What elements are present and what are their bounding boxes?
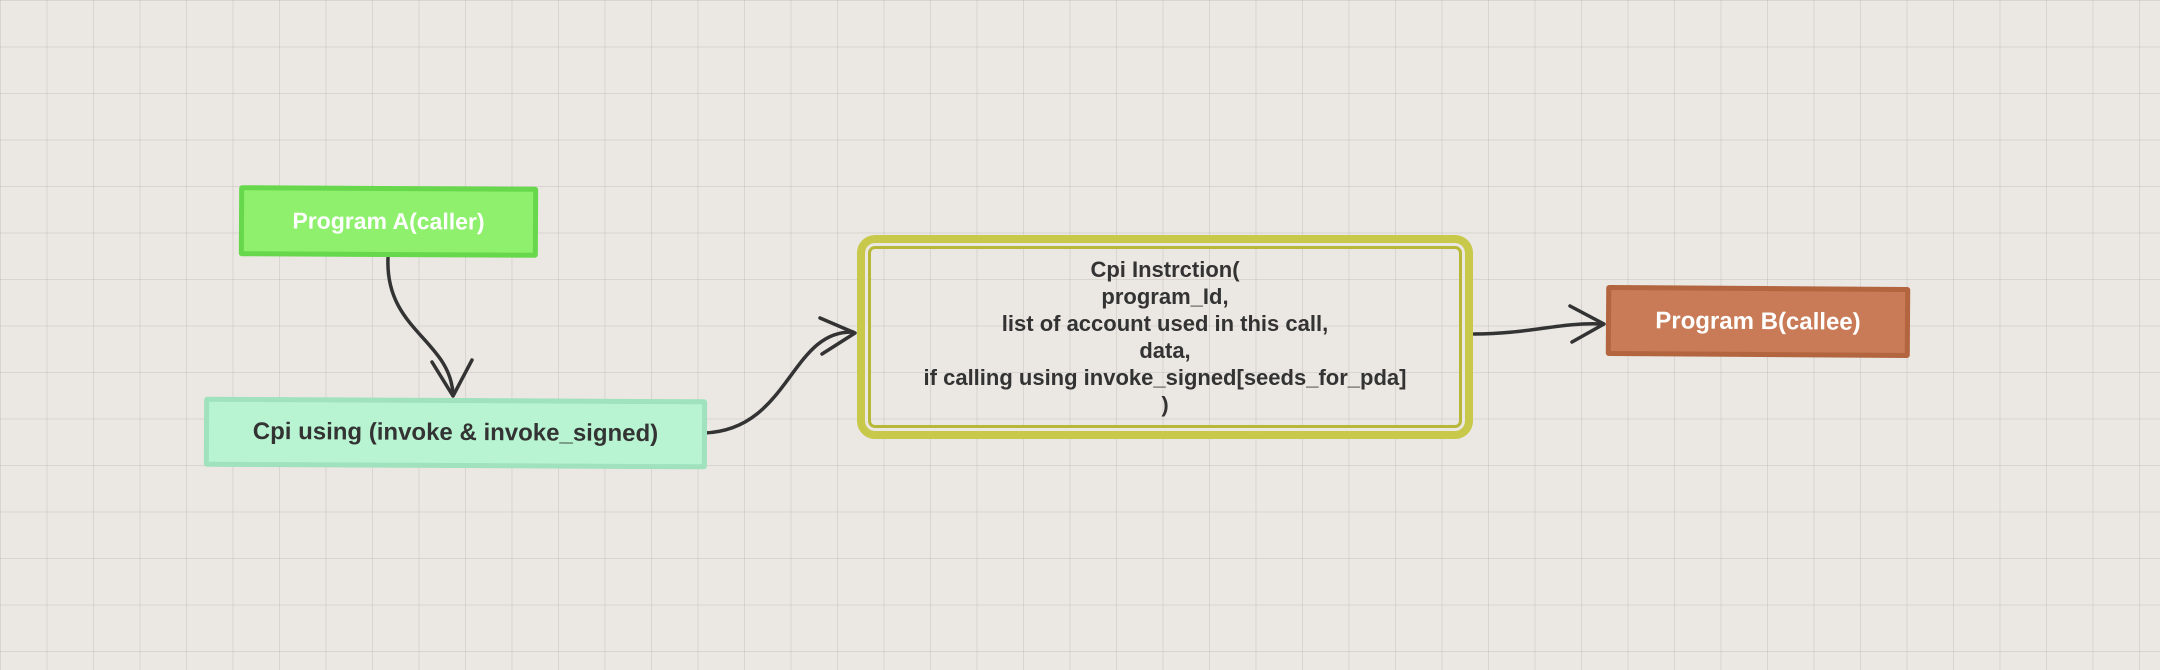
arrowhead-instruction-to-program-b (1568, 304, 1606, 344)
node-program-a-label: Program A(caller) (292, 207, 485, 235)
edge-program-a-to-cpi-using[interactable] (386, 256, 455, 396)
instruction-line-5: if calling using invoke_signed[seeds_for… (923, 365, 1407, 390)
arrowhead-cpi-using-to-instruction (818, 316, 857, 356)
instruction-line-6: ) (1161, 392, 1169, 417)
node-cpi-using[interactable]: Cpi using (invoke & invoke_signed) (203, 396, 708, 470)
node-cpi-using-label: Cpi using (invoke & invoke_signed) (252, 417, 659, 448)
node-cpi-instruction[interactable]: Cpi Instrction( program_Id, list of acco… (857, 235, 1473, 439)
node-program-b-callee[interactable]: Program B(callee) (1605, 284, 1911, 359)
edge-instruction-to-program-b[interactable] (1472, 322, 1604, 336)
edge-cpi-using-to-instruction[interactable] (702, 330, 855, 435)
arrowhead-program-a-to-cpi-using (430, 358, 474, 398)
instruction-line-2: program_Id, (1101, 284, 1229, 309)
instruction-line-4: data, (1139, 338, 1191, 363)
instruction-line-3: list of account used in this call, (1001, 311, 1329, 336)
node-program-a-caller[interactable]: Program A(caller) (238, 185, 539, 258)
instruction-line-1: Cpi Instrction( (1090, 257, 1240, 282)
node-program-b-label: Program B(callee) (1655, 306, 1861, 336)
